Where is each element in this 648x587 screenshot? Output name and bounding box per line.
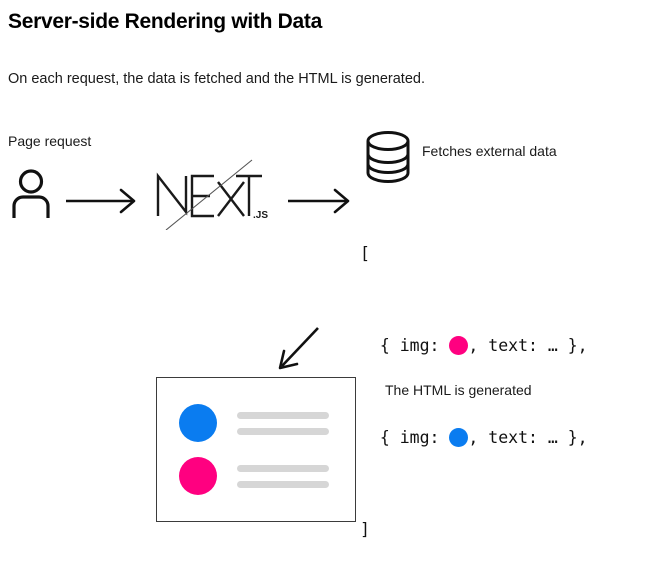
code-open-bracket: [ — [360, 244, 370, 263]
code-close-bracket: ] — [360, 520, 370, 539]
page-subtitle: On each request, the data is fetched and… — [8, 71, 425, 87]
avatar — [179, 457, 217, 495]
text-placeholder-bar — [237, 411, 329, 419]
blue-dot-icon — [449, 428, 469, 447]
code-item-prefix: { img: — [360, 336, 450, 355]
pink-dot-icon — [449, 336, 469, 355]
rendered-html-card — [156, 377, 356, 522]
text-placeholder-bar — [237, 427, 329, 435]
page-request-label: Page request — [8, 133, 92, 149]
svg-text:.JS: .JS — [253, 210, 268, 221]
avatar — [179, 404, 217, 442]
database-icon — [366, 131, 410, 183]
data-code-block: [ { img: , text: … }, { img: , text: … }… — [360, 196, 588, 587]
diagram-canvas: Server-side Rendering with Data On each … — [8, 10, 588, 539]
fetches-external-data-label: Fetches external data — [422, 143, 557, 159]
code-item-row: { img: , text: … }, — [360, 426, 588, 449]
code-item-prefix: { img: — [360, 428, 450, 447]
arrow-down-left-icon — [278, 327, 319, 370]
card-text-lines — [237, 411, 329, 435]
card-text-lines — [237, 464, 329, 488]
page-title: Server-side Rendering with Data — [8, 10, 322, 33]
text-placeholder-bar — [237, 480, 329, 488]
text-placeholder-bar — [237, 464, 329, 472]
code-item-row: { img: , text: … }, — [360, 334, 588, 357]
code-item-suffix: , text: … }, — [468, 428, 588, 447]
arrow-right-icon — [66, 188, 136, 214]
card-list-item — [179, 404, 329, 442]
code-item-suffix: , text: … }, — [468, 336, 588, 355]
nextjs-logo: .JS — [156, 159, 268, 230]
person-icon — [12, 169, 50, 218]
card-list-item — [179, 457, 329, 495]
html-generated-label: The HTML is generated — [385, 382, 532, 398]
arrow-right-icon — [288, 188, 350, 214]
